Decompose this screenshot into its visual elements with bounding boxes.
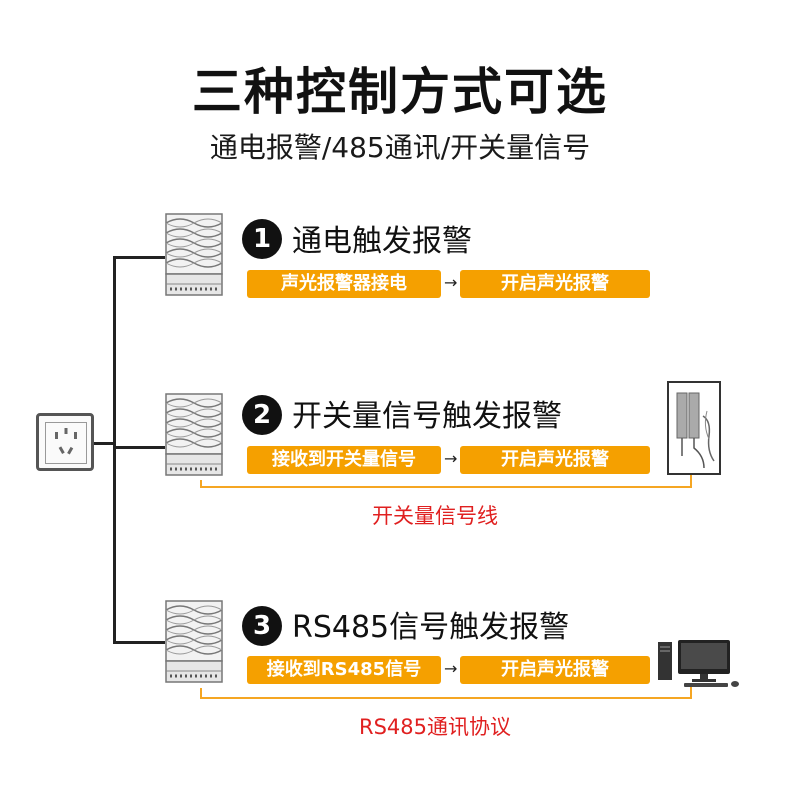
page-subtitle: 通电报警/485通讯/开关量信号 (209, 131, 591, 164)
alarm-speaker-icon (165, 393, 223, 477)
mode-3-signal-line (200, 697, 692, 699)
mode-3-label: RS485信号触发报警 (292, 610, 570, 645)
mode-3-signal-line (200, 688, 202, 699)
wire-branch-3 (113, 641, 165, 644)
wire-trunk (113, 256, 116, 644)
wire-branch-2 (113, 446, 165, 449)
mode-1-number-badge: 1 (242, 219, 282, 259)
mode-3-step-2: 开启声光报警 (460, 656, 650, 684)
alarm-speaker-icon (165, 600, 223, 684)
arrow-right-icon: → (444, 659, 458, 678)
alarm-speaker-icon (165, 213, 223, 297)
mode-1-step-1: 声光报警器接电 (247, 270, 441, 298)
wire-outlet (94, 442, 115, 445)
wire-branch-1 (113, 256, 165, 259)
arrow-right-icon: → (444, 449, 458, 468)
mode-3-step-1: 接收到RS485信号 (247, 656, 441, 684)
mode-2-signal-line (690, 470, 692, 488)
mode-2-signal-line (200, 480, 202, 488)
mode-3-signal-line (690, 686, 692, 699)
arrow-right-icon: → (444, 273, 458, 292)
mode-2-step-1: 接收到开关量信号 (247, 446, 441, 474)
mode-2-signal-line (200, 486, 692, 488)
mode-1-step-2: 开启声光报警 (460, 270, 650, 298)
page-title: 三种控制方式可选 (192, 63, 608, 121)
computer-icon (656, 638, 742, 692)
mode-2-number-badge: 2 (242, 395, 282, 435)
mode-3-number-badge: 3 (242, 606, 282, 646)
power-outlet-icon (36, 413, 94, 471)
mode-3-caption: RS485通讯协议 (358, 715, 511, 739)
mode-1-label: 通电触发报警 (292, 224, 472, 259)
mode-2-label: 开关量信号触发报警 (292, 399, 562, 434)
door-magnetic-switch-icon (667, 381, 721, 479)
mode-2-step-2: 开启声光报警 (460, 446, 650, 474)
mode-2-caption: 开关量信号线 (372, 504, 498, 528)
